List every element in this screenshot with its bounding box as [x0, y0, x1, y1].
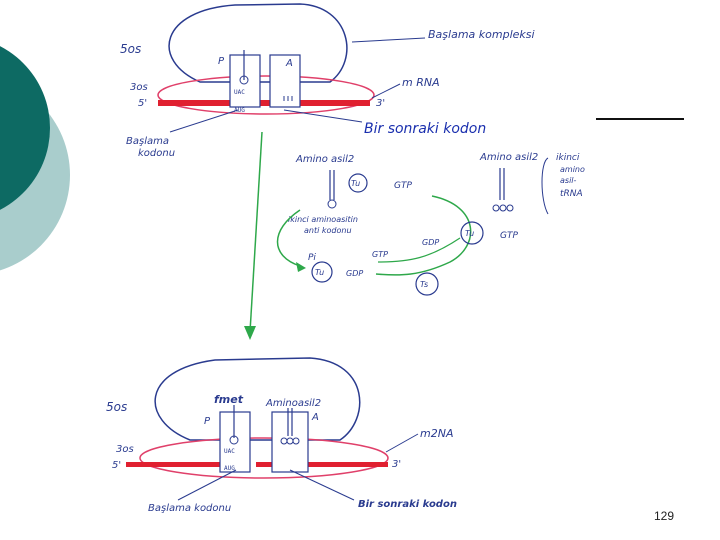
top-next-codon-arrow	[283, 109, 363, 123]
top-mrna-pointer	[371, 83, 401, 99]
top-anticodon: UAC	[234, 89, 245, 96]
bottom-mrna-left	[126, 462, 246, 467]
mid-pi: Pi	[308, 253, 316, 263]
mid-tu-circle-1	[348, 173, 368, 193]
bottom-label-50s: 5os	[106, 400, 127, 414]
top-label-5prime: 5'	[138, 98, 147, 109]
bottom-aminoacyl: Aminoasil2	[265, 398, 321, 409]
bottom-label-30s: 3os	[116, 444, 134, 455]
top-site-a: A	[285, 58, 293, 69]
mid-trna-right-loop-1	[492, 204, 500, 212]
bottom-anticodon: UAC	[224, 448, 235, 455]
bottom-fmet: fmet	[214, 393, 244, 406]
top-a-site	[269, 54, 301, 108]
top-complex-label: Başlama kompleksi	[428, 28, 535, 41]
elongation-cycle: Amino asil2 Amino asil2 Tu GTP ikinci am…	[276, 152, 585, 296]
page-number: 129	[654, 509, 675, 523]
top-start-codon-arrow	[169, 109, 239, 133]
mid-gtp-2: GTP	[372, 250, 388, 259]
mid-cycle-arc-left	[276, 209, 301, 267]
top-codon: AUG	[234, 107, 245, 114]
top-start-codon-line1: Başlama	[126, 136, 169, 147]
top-label-30s: 3os	[130, 82, 148, 93]
bottom-50s-subunit	[154, 357, 361, 441]
top-label-50s: 5os	[120, 42, 141, 56]
bottom-mrna-pointer	[385, 433, 419, 453]
mid-ts: Ts	[420, 280, 428, 289]
bottom-ribosome: UAC AUG 5os 3os 5' 3' P A fmet Aminoasil…	[106, 357, 457, 514]
mid-tu-circle-3	[460, 221, 484, 245]
bottom-site-p: P	[204, 416, 211, 427]
bottom-label-5prime: 5'	[112, 460, 121, 471]
bottom-next-codon: Bir sonraki kodon	[358, 499, 457, 510]
bottom-codon: AUG	[224, 465, 235, 472]
mid-trna-left-loop	[327, 199, 337, 209]
bottom-mrna-label: m2NA	[420, 427, 453, 440]
transition-arrow-head	[244, 326, 256, 340]
mid-trna-brace	[541, 157, 549, 215]
bottom-30s-subunit	[139, 437, 389, 479]
next-codon-overlay-label: Bir sonraki kodon	[364, 121, 487, 137]
mid-second-aa-trna-line2: amino	[560, 165, 585, 174]
mid-second-aa-anticodon-line1: ikinci aminoasitin	[288, 215, 358, 224]
bottom-site-a: A	[311, 412, 319, 423]
top-trna-loop	[239, 75, 249, 85]
bottom-p-site	[219, 411, 251, 473]
mid-cycle-arrow-head	[296, 262, 306, 272]
bottom-mrna-right	[256, 462, 388, 467]
top-start-codon-line2: kodonu	[138, 148, 175, 159]
bottom-next-codon-arrow	[289, 469, 355, 501]
top-complex-pointer	[351, 37, 426, 43]
mid-gdp-1: GDP	[346, 269, 363, 278]
transition-arrow-line	[249, 131, 263, 333]
mid-tu-1: Tu	[351, 179, 360, 188]
divider-rule	[596, 118, 684, 120]
bottom-start-codon: Başlama kodonu	[148, 503, 231, 514]
mid-second-aa-trna-line3: asil-	[560, 176, 577, 185]
mid-second-aa-trna-line1: ikinci	[556, 153, 580, 163]
mid-tu-3: Tu	[465, 229, 474, 238]
bottom-label-3prime: 3'	[392, 459, 401, 470]
bottom-a-site	[271, 411, 309, 473]
mid-gtp-3: GTP	[500, 231, 518, 241]
mid-gdp-2: GDP	[422, 238, 439, 247]
mid-trna-right-loop-2	[499, 204, 507, 212]
mid-trna-right-loop-3	[506, 204, 514, 212]
mid-ts-circle	[415, 272, 439, 296]
top-ribosome: UAC AUG 5os 3os 5' 3' P A Başlama komple…	[120, 3, 535, 159]
bottom-a-trna-loop-3	[292, 437, 300, 445]
bottom-start-codon-arrow	[177, 469, 237, 501]
deco-circle-dark	[0, 46, 50, 210]
top-50s-subunit	[168, 3, 348, 83]
mid-aminoacyl-left: Amino asil2	[295, 154, 354, 165]
mid-gtp-1: GTP	[394, 181, 412, 191]
bottom-p-trna-loop	[229, 435, 239, 445]
mid-tu-2: Tu	[315, 268, 324, 277]
top-p-site	[229, 54, 261, 108]
top-site-p: P	[218, 56, 225, 67]
mid-gtp-arc	[377, 237, 461, 263]
mid-second-aa-trna-line4: tRNA	[560, 189, 583, 199]
top-mrna-label: m RNA	[402, 76, 440, 89]
mid-tu-circle-2	[311, 261, 333, 283]
top-30s-subunit	[157, 75, 375, 115]
mid-aminoacyl-right: Amino asil2	[479, 152, 538, 163]
mid-second-aa-anticodon-line2: anti kodonu	[304, 226, 352, 235]
top-mrna-strand	[158, 100, 370, 106]
top-label-3prime: 3'	[376, 98, 385, 109]
mid-cycle-arc	[375, 195, 472, 276]
